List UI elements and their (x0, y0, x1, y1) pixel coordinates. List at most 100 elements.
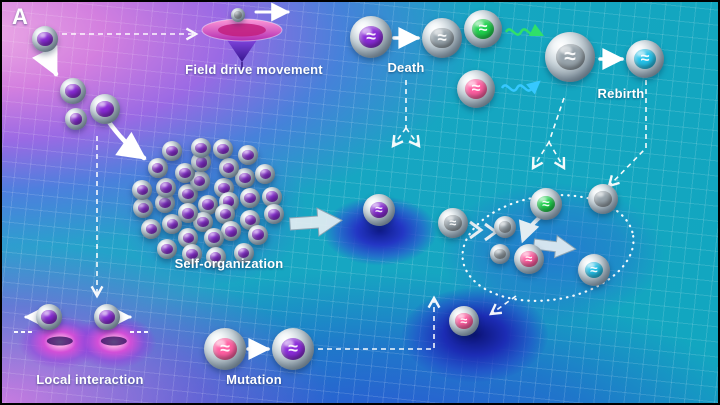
cluster-sphere (156, 239, 177, 260)
dna-core-purple (182, 233, 195, 244)
dna-core-gray (430, 27, 454, 49)
mutation-after-sphere (272, 328, 314, 370)
cluster-sphere (215, 204, 236, 225)
cluster-sphere (162, 141, 183, 162)
dna-core-purple (358, 26, 384, 48)
dna-core-purple (217, 143, 229, 155)
ellipse-cyan-sphere (578, 254, 610, 286)
dna-core-purple (37, 32, 53, 46)
rebirth-green-sphere (464, 10, 502, 48)
dna-core-gray (233, 11, 243, 19)
funnel-top-sphere (231, 8, 245, 22)
dna-core-purple (145, 223, 158, 235)
dna-core-purple (244, 214, 257, 226)
cluster-sphere (255, 163, 276, 184)
center-well-sphere (363, 194, 395, 226)
dna-core-pink (464, 79, 487, 99)
panel-label: A (12, 4, 28, 29)
dna-core-purple (193, 176, 206, 187)
dna-core-gray (594, 191, 612, 207)
dna-core-purple (202, 199, 214, 210)
cluster-sphere (239, 188, 260, 209)
dashed-rebirth-stem (548, 97, 565, 143)
dna-core-purple (41, 310, 57, 324)
cluster-sphere (162, 213, 183, 234)
dna-core-purple (69, 113, 83, 125)
dashed-cyan-to-ellipse (609, 62, 647, 186)
dna-core-purple (186, 248, 198, 260)
center-gray-sphere (438, 208, 468, 238)
cluster-sphere (213, 138, 234, 159)
local-left-sphere (36, 304, 62, 330)
ellipse-small-gray-2 (490, 244, 510, 264)
dna-core-purple (166, 146, 178, 157)
ellipse-gray-top-sphere (588, 184, 618, 214)
cluster-sphere (264, 204, 285, 225)
dna-core-purple (65, 84, 81, 98)
cluster-sphere (132, 180, 153, 201)
dna-core-purple (259, 168, 272, 180)
dna-core-purple (242, 149, 255, 160)
cluster-sphere (133, 198, 154, 219)
death-before-sphere (350, 16, 392, 58)
cluster-sphere (234, 168, 255, 189)
dna-core-purple (369, 201, 389, 219)
slope-arrow-2 (103, 115, 147, 161)
dashed-death-branch-right (405, 127, 419, 146)
dna-core-purple (280, 338, 306, 360)
ellipse-pink-sphere (514, 244, 544, 274)
blue-squiggle-arrow (500, 80, 541, 95)
dna-core-gray (498, 221, 512, 233)
cluster-sphere (178, 228, 199, 249)
dna-core-purple (182, 208, 194, 219)
local-right-sphere (94, 304, 120, 330)
dashed-rebirth-branch-left (533, 141, 550, 168)
cluster-sphere (189, 171, 210, 192)
cluster-sphere (204, 227, 225, 248)
cluster-sphere (238, 144, 259, 165)
dna-core-purple (225, 226, 237, 237)
cluster-sphere (205, 247, 226, 268)
bottom-well (402, 288, 548, 382)
ellipse-green-sphere (530, 188, 562, 220)
dna-core-purple (208, 232, 220, 243)
dna-core-purple (268, 209, 280, 220)
dashed-mutation-loop (318, 298, 434, 350)
label-field-drive-movement: Field drive movement (185, 62, 323, 77)
dna-core-purple (195, 142, 207, 154)
cluster-sphere (233, 242, 254, 263)
dna-core-pink (212, 338, 238, 360)
slope-sphere-4 (65, 108, 87, 130)
label-self-organization: Self-organization (174, 256, 284, 271)
dna-core-gray (555, 44, 585, 70)
dna-core-purple (136, 185, 149, 196)
slope-sphere-1 (32, 26, 58, 52)
dna-core-cyan (584, 261, 604, 279)
rebirth-pink-sphere (457, 70, 495, 108)
cluster-sphere (220, 221, 241, 242)
dna-core-purple (161, 243, 173, 255)
cluster-sphere (178, 203, 198, 224)
dna-core-purple (160, 182, 173, 193)
dna-core-purple (222, 162, 235, 174)
dashed-death-branch-left (393, 127, 407, 146)
dna-core-gray (444, 215, 462, 231)
dna-core-green (471, 19, 494, 39)
cluster-sphere (198, 194, 218, 215)
cluster-sphere (156, 177, 177, 198)
dna-core-purple (182, 188, 194, 199)
flow-arrow-center (289, 207, 343, 237)
label-mutation: Mutation (226, 372, 282, 387)
dna-core-purple (244, 192, 256, 204)
cluster-sphere (248, 224, 269, 245)
cluster-sphere (191, 138, 212, 159)
cluster-sphere (174, 163, 195, 184)
cluster-sphere (182, 244, 203, 265)
dna-core-purple (151, 162, 164, 174)
dna-core-pink (520, 251, 538, 267)
dashed-rebirth-branch-right (548, 141, 564, 168)
rebirth-gray-sphere (545, 32, 595, 82)
dna-core-purple (239, 173, 251, 184)
dna-core-purple (179, 167, 191, 179)
